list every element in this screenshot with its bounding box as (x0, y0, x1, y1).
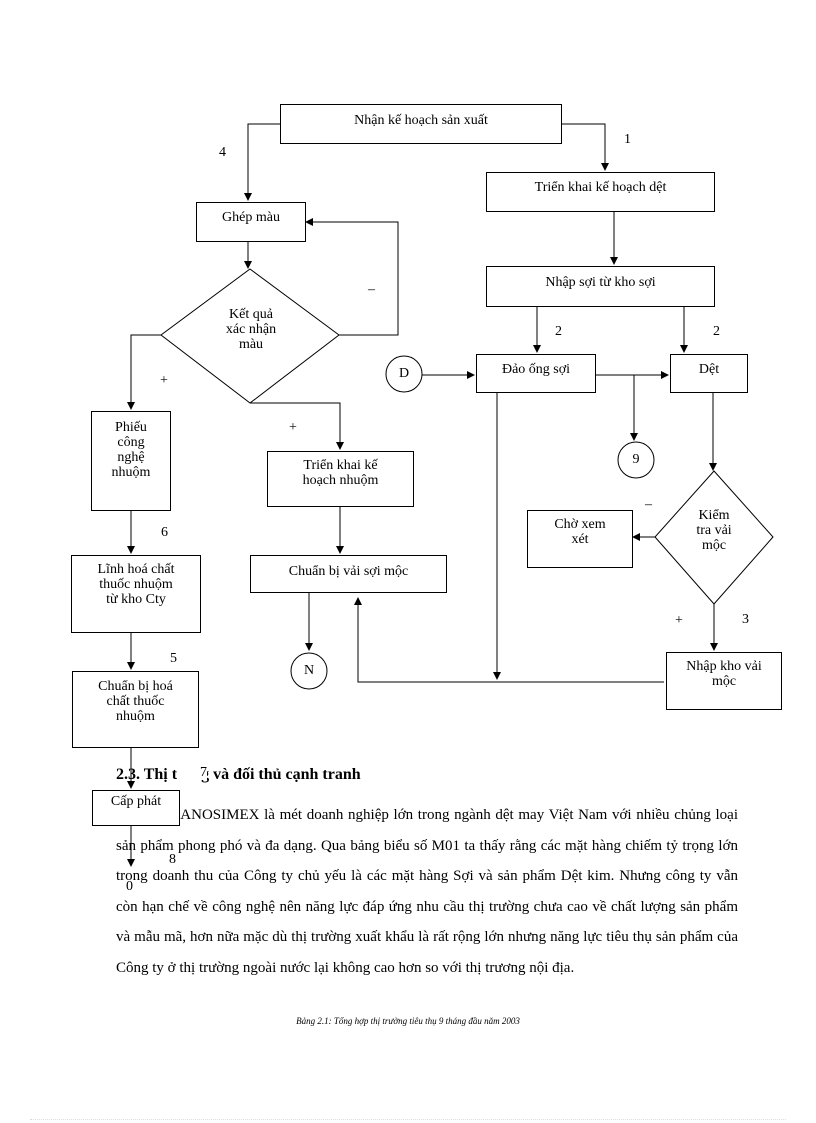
edge-nhapkho-to-vai (354, 597, 664, 683)
heading-start: 2.3. Thị t (116, 766, 178, 783)
edge-label-plus-kiem: + (675, 613, 683, 628)
node-trien-khai-nhuom: Triển khai kế hoạch nhuộm (267, 451, 414, 507)
node-det: Dệt (670, 354, 748, 393)
node-linh-hoa-chat: Lĩnh hoá chất thuốc nhuộm từ kho Cty (71, 555, 201, 633)
node-ket-qua-line1: Kết quả (229, 307, 273, 322)
node-nhan-ke-hoach-label: Nhận kế hoạch sản xuất (354, 113, 488, 128)
node-chuan-bi-vai: Chuẩn bị vải sợi mộc (250, 555, 447, 593)
node-ket-qua: Kết quả xác nhận màu (196, 307, 306, 352)
edge-label-minus-ghep: – (368, 282, 375, 297)
node-chuan-bi-vai-label: Chuẩn bị vải sợi mộc (288, 564, 409, 579)
connector-d: D (398, 366, 410, 381)
node-cap-phat: Cấp phát (92, 790, 180, 826)
node-ket-qua-line2: xác nhận (225, 322, 277, 337)
connector-nine: 9 (632, 452, 640, 467)
edge-label-3: 3 (742, 612, 749, 627)
node-trien-khai-det: Triển khai kế hoạch dệt (486, 172, 715, 212)
node-trien-khai-nhuom-line2: hoạch nhuộm (302, 473, 379, 488)
heading-end: g và đối thủ cạnh tranh (201, 766, 361, 783)
section-heading: 2.3. Thị t g và đối thủ cạnh tranh (116, 765, 361, 785)
edge-label-1: 1 (624, 132, 631, 147)
connector-d-shape (385, 355, 423, 393)
node-chuan-bi-hoa-chat: Chuẩn bị hoá chất thuốc nhuộm (72, 671, 199, 748)
node-hoachat-line2: chất thuốc (106, 694, 165, 709)
connector-n-shape (290, 652, 328, 690)
edge-ketqua-to-phieu (127, 334, 161, 410)
node-nhan-ke-hoach: Nhận kế hoạch sản xuất (280, 104, 562, 144)
node-cho-line2: xét (571, 532, 589, 547)
edge-label-6: 6 (161, 525, 168, 540)
node-hoachat-line3: nhuộm (116, 709, 155, 724)
edge-label-8: 8 (169, 852, 176, 867)
connector-n: N (303, 663, 315, 678)
edge-label-0: 0 (126, 879, 133, 894)
node-nhapkho-line2: mộc (711, 674, 737, 689)
node-cho-xem-xet: Chờ xem xét (527, 510, 633, 568)
edge-label-plus-left: + (160, 373, 168, 388)
node-linh-line2: thuốc nhuộm (99, 577, 173, 592)
edge-label-4: 4 (219, 145, 226, 160)
edge-top-to-det (561, 123, 609, 171)
node-dao-ong-soi-label: Đảo ống sợi (501, 362, 571, 377)
node-phieu-line2: công (117, 435, 145, 450)
node-kiem-tra: Kiểm tra vải mộc (674, 508, 754, 553)
node-trien-khai-det-label: Triển khai kế hoạch dệt (534, 180, 667, 195)
node-dao-ong-soi: Đảo ống sợi (476, 354, 596, 393)
node-nhap-soi-label: Nhập sợi từ kho sợi (545, 275, 656, 290)
decision-ketqua-shape (160, 268, 340, 404)
node-det-label: Dệt (698, 362, 720, 377)
node-kiem-tra-line3: mộc (701, 538, 727, 553)
page-footer-rule (30, 1119, 786, 1120)
node-kiem-tra-line1: Kiểm (698, 508, 730, 523)
node-ket-qua-line3: màu (238, 337, 264, 352)
edge-top-to-ghep (244, 123, 280, 201)
node-phieu-line1: Phiếu (115, 420, 147, 435)
node-phieu-line4: nhuộm (111, 465, 151, 480)
node-ghep-mau-label: Ghép màu (222, 210, 280, 225)
node-cho-line1: Chờ xem (554, 517, 606, 532)
node-linh-line1: Lĩnh hoá chất (97, 562, 175, 577)
node-hoachat-line1: Chuẩn bị hoá (98, 679, 173, 694)
node-phieu-line3: nghệ (117, 450, 145, 465)
edge-label-5: 5 (170, 651, 177, 666)
node-trien-khai-nhuom-line1: Triển khai kế (303, 458, 378, 473)
edge-ketqua-to-nhuom (250, 402, 344, 450)
table-caption: Bảng 2.1: Tổng hợp thị trường tiêu thụ 9… (296, 1016, 520, 1026)
node-kiem-tra-line2: tra vải (696, 523, 732, 538)
edge-label-2b: 2 (713, 324, 720, 339)
edge-ketqua-feedback (305, 218, 399, 336)
edge-label-2a: 2 (555, 324, 562, 339)
node-nhapkho-line1: Nhập kho vải (686, 659, 762, 674)
connector-nine-shape (617, 441, 655, 479)
node-nhap-soi: Nhập sợi từ kho sợi (486, 266, 715, 307)
node-nhap-kho-vai: Nhập kho vải mộc (666, 652, 782, 710)
node-phieu-cong-nghe: Phiếu công nghệ nhuộm (91, 411, 171, 511)
edge-label-7: 7 (200, 765, 207, 780)
section-paragraph: Công ty HANOSIMEX là mét doanh nghiệp lớ… (116, 807, 738, 976)
node-ghep-mau: Ghép màu (196, 202, 306, 242)
node-linh-line3: từ kho Cty (106, 592, 166, 607)
decision-kiemtra-shape (654, 470, 774, 605)
edge-label-minus-kiem: – (645, 497, 652, 512)
node-cap-phat-label: Cấp phát (110, 794, 162, 809)
edge-label-plus-mid: + (289, 420, 297, 435)
